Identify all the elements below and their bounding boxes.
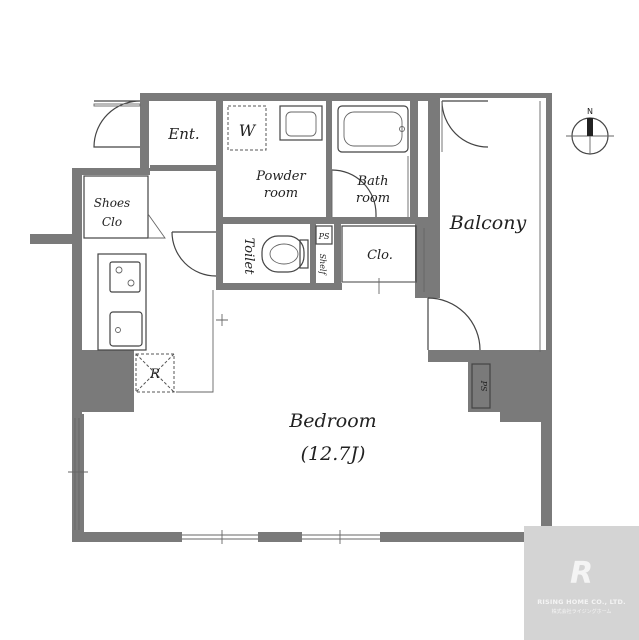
logo-mark: R bbox=[569, 556, 594, 591]
compass-north-label: N bbox=[587, 107, 593, 116]
powder-room-label-line2: room bbox=[264, 186, 298, 201]
toilet-label: Toilet bbox=[241, 238, 256, 275]
logo-company-subtitle: 株式会社ライジングホーム bbox=[551, 609, 612, 615]
bedroom-label: Bedroom bbox=[288, 410, 376, 432]
interior-lines bbox=[68, 100, 541, 544]
bath-room-label-line2: room bbox=[356, 191, 390, 206]
washer-label: W bbox=[239, 121, 257, 140]
shoes-closet-label-line2: Clo bbox=[102, 215, 122, 229]
room-labels: Ent. W Powder room Bath room Balcony Sho… bbox=[94, 121, 527, 465]
company-logo: R RISING HOME CO., LTD. 株式会社ライジングホーム bbox=[524, 526, 639, 640]
balcony-label: Balcony bbox=[449, 212, 527, 234]
ps-label-1: PS bbox=[318, 232, 330, 241]
bath-room-label-line1: Bath bbox=[357, 174, 389, 189]
closet-label: Clo. bbox=[367, 248, 393, 263]
ps-label-2: PS bbox=[479, 380, 488, 392]
shoes-closet-label-line1: Shoes bbox=[94, 196, 130, 210]
logo-company-name: RISING HOME CO., LTD. bbox=[537, 598, 626, 606]
compass: N bbox=[566, 107, 614, 155]
walls bbox=[30, 93, 552, 542]
entrance-label: Ent. bbox=[167, 125, 199, 143]
refrigerator-label: R bbox=[149, 367, 160, 382]
shelf-label: Shelf bbox=[318, 254, 327, 277]
powder-room-label-line1: Powder bbox=[255, 169, 306, 184]
bedroom-size-label: (12.7J) bbox=[301, 443, 366, 465]
